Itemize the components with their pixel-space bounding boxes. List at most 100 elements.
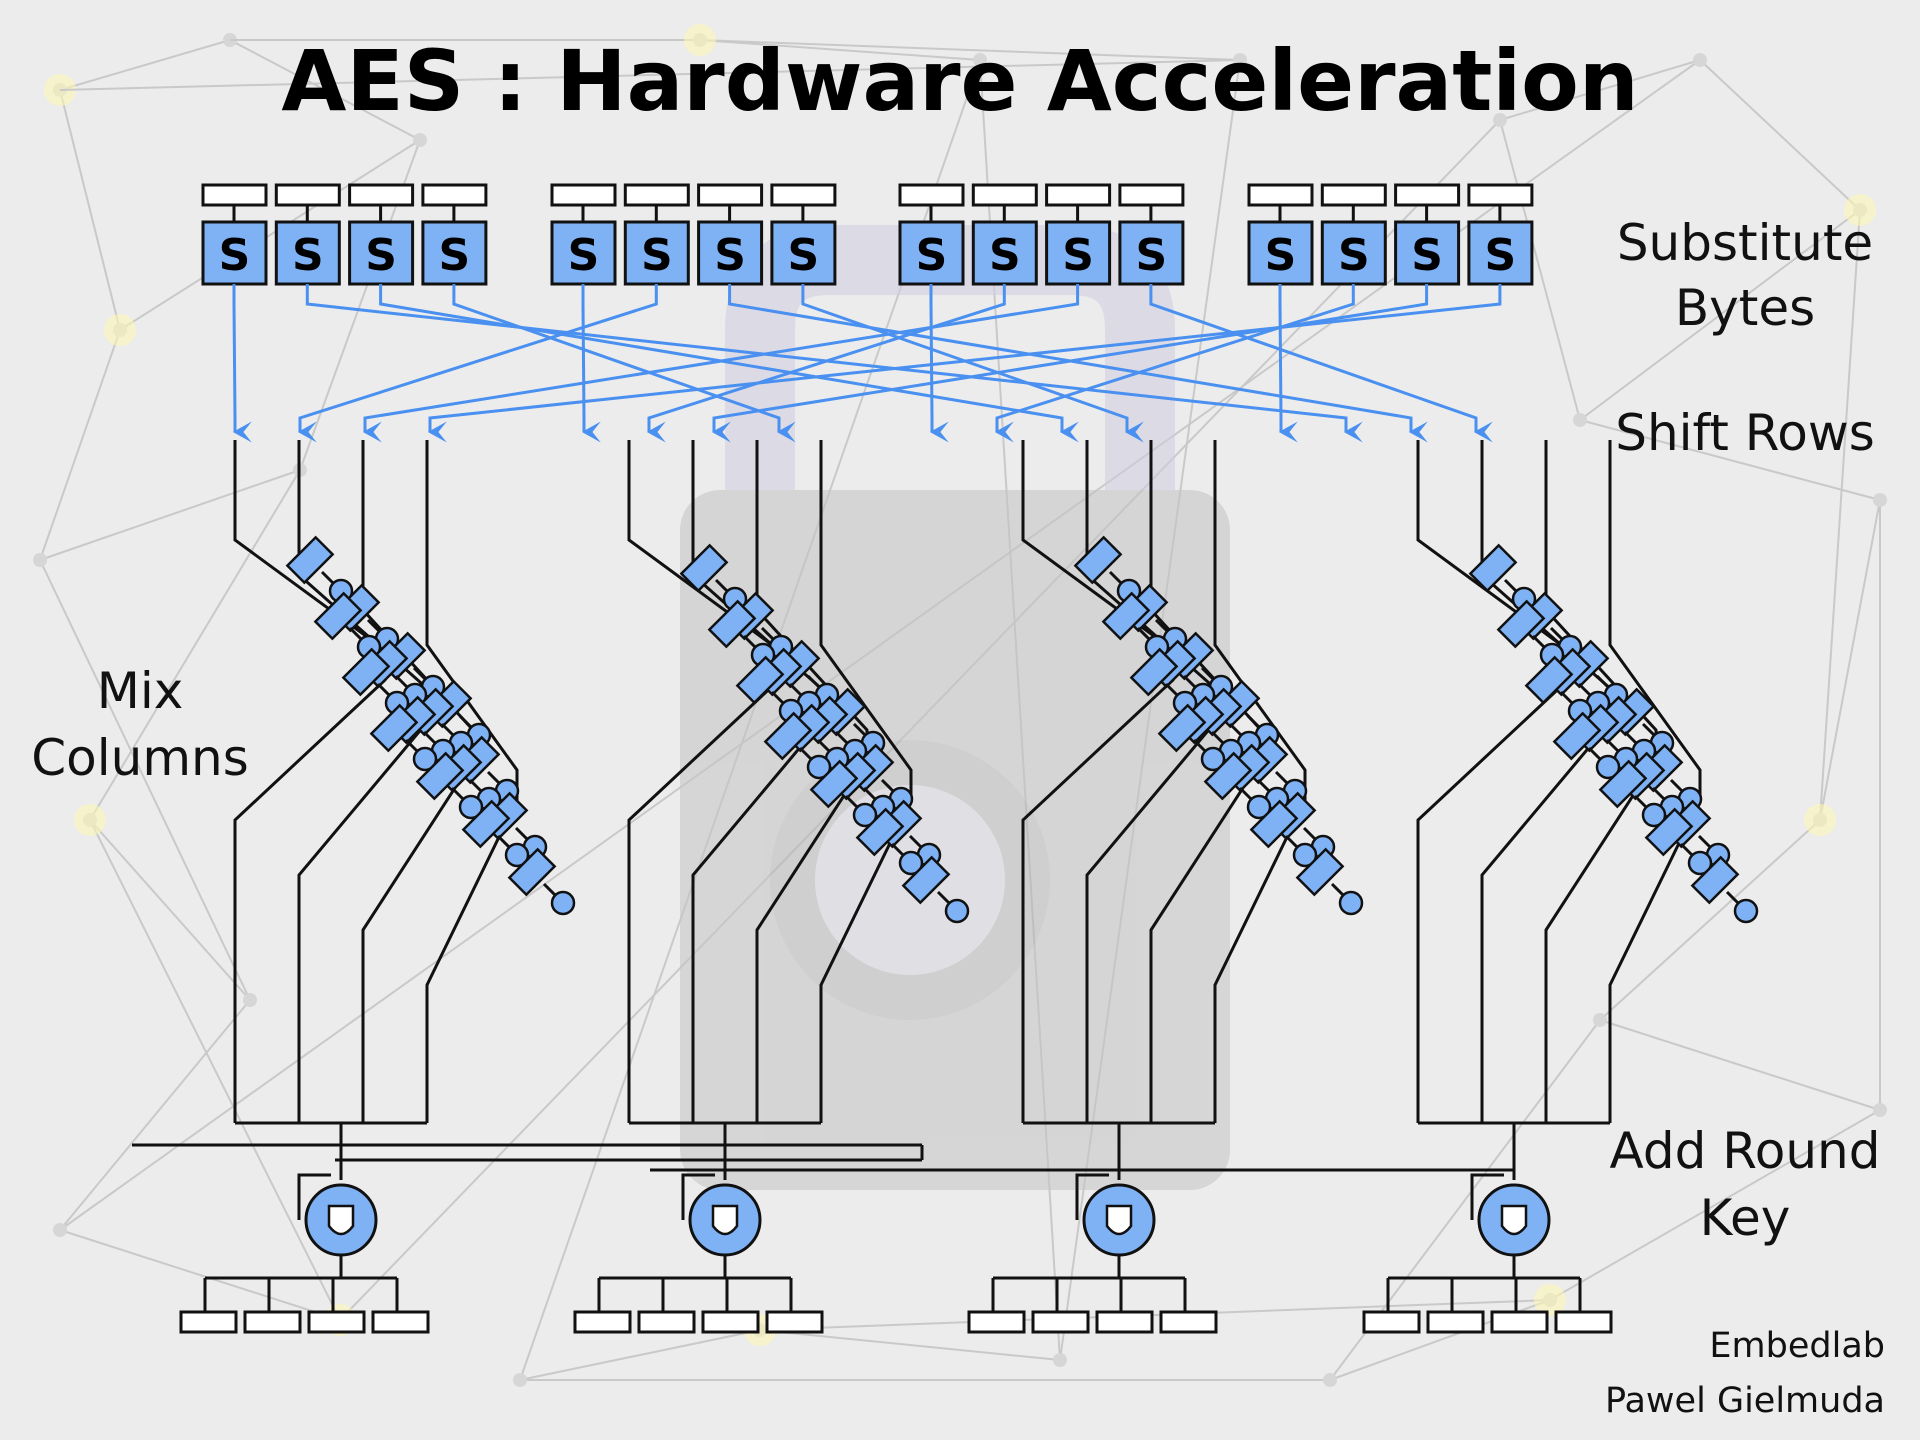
network-glow — [104, 314, 136, 346]
network-node — [413, 133, 427, 147]
network-link — [119, 139, 421, 331]
network-link — [1699, 59, 1861, 211]
network-link — [759, 1329, 1061, 1361]
input-byte-register — [1247, 183, 1314, 207]
output-byte-register — [1159, 1310, 1218, 1334]
add-round-key-label-line1: Add Round — [1610, 1122, 1881, 1180]
output-byte-register — [967, 1310, 1026, 1334]
network-glow — [1844, 194, 1876, 226]
xor-node — [1687, 850, 1713, 876]
network-link — [89, 819, 341, 1321]
shift-rows-arrow — [379, 284, 1079, 443]
sbox — [697, 220, 764, 286]
network-glow — [74, 804, 106, 836]
output-byte-register — [1426, 1310, 1485, 1334]
gf-multiplier-box — [461, 799, 511, 849]
xor-node — [1338, 890, 1364, 916]
key-tap-wire — [297, 1173, 331, 1220]
gf-multiplier-box — [855, 807, 905, 857]
network-node — [243, 993, 257, 1007]
shift-rows-arrow — [297, 284, 658, 443]
xor-node — [852, 802, 878, 828]
input-byte-register — [274, 183, 341, 207]
xor-node — [1246, 794, 1272, 820]
sbox — [201, 220, 268, 286]
network-node — [1573, 413, 1587, 427]
gf-multiplier-box — [901, 855, 951, 905]
sbox — [1247, 220, 1314, 286]
gf-multiplier-box — [763, 711, 813, 761]
shift-rows-arrow — [305, 284, 1363, 443]
network-link — [59, 89, 121, 331]
network-node — [1233, 53, 1247, 67]
network-link — [59, 39, 231, 91]
input-byte-register — [421, 183, 488, 207]
input-byte-register — [201, 183, 268, 207]
output-byte-register — [307, 1310, 366, 1334]
key-tap-wire — [1075, 1173, 1109, 1220]
network-node — [1873, 493, 1887, 507]
network-link — [1599, 1019, 1881, 1111]
sbox — [1118, 220, 1185, 286]
input-byte-register — [1118, 183, 1185, 207]
network-glow — [684, 24, 716, 56]
xor-node — [1595, 754, 1621, 780]
shift-rows-arrow — [1149, 284, 1493, 443]
xor-gate-symbol — [711, 1204, 739, 1236]
xor-node — [412, 746, 438, 772]
sbox-glyph: S — [1411, 230, 1443, 281]
output-byte-register — [1362, 1310, 1421, 1334]
shift-rows-arrow — [362, 284, 1080, 443]
shift-rows-arrow — [994, 284, 1355, 443]
network-link — [1549, 1109, 1881, 1301]
network-link — [699, 39, 1241, 61]
sbox — [274, 220, 341, 286]
sbox-glyph: S — [788, 230, 820, 281]
gf-multiplier-box — [1644, 807, 1694, 857]
xor-node — [806, 754, 832, 780]
shift-rows-label: Shift Rows — [1615, 404, 1875, 462]
sbox-glyph: S — [439, 230, 471, 281]
add-round-key-layer — [132, 1123, 1613, 1334]
output-byte-register — [573, 1310, 632, 1334]
input-byte-register — [1320, 183, 1387, 207]
credit-line1: Embedlab — [1709, 1326, 1885, 1366]
network-link — [1579, 209, 1861, 421]
network-node — [33, 553, 47, 567]
gf-multiplier-box — [313, 591, 363, 641]
input-byte-register — [623, 183, 690, 207]
xor-gate-symbol — [327, 1204, 355, 1236]
network-node — [53, 1223, 67, 1237]
input-byte-register — [1045, 183, 1112, 207]
network-link — [699, 39, 981, 61]
sbox-glyph: S — [916, 230, 948, 281]
gf-multiplier-box — [1496, 599, 1546, 649]
network-glow — [1534, 1284, 1566, 1316]
xor-node — [550, 890, 576, 916]
network-node — [1693, 53, 1707, 67]
sbox-glyph: S — [292, 230, 324, 281]
input-byte-register — [971, 183, 1038, 207]
credit-line2: Pawel Gielmuda — [1605, 1381, 1885, 1421]
network-link — [759, 1299, 1551, 1331]
mix-column-wire — [1608, 440, 1702, 1123]
input-byte-register — [898, 183, 965, 207]
gf-multiplier-box — [1157, 703, 1207, 753]
sbox-glyph: S — [1485, 230, 1517, 281]
output-byte-register — [1095, 1310, 1154, 1334]
key-tap-wire — [1470, 1173, 1504, 1220]
network-node — [1493, 113, 1507, 127]
gf-multiplier-box — [1552, 711, 1602, 761]
network-link — [1499, 119, 1581, 421]
network-glow — [1804, 804, 1836, 836]
network-link — [1819, 499, 1881, 821]
sbox — [1394, 220, 1461, 286]
network-node — [1053, 1353, 1067, 1367]
sbox-glyph: S — [641, 230, 673, 281]
input-byte-register — [770, 183, 837, 207]
substitute-label-line2: Bytes — [1675, 279, 1815, 337]
input-byte-register — [697, 183, 764, 207]
network-link — [519, 1329, 761, 1381]
